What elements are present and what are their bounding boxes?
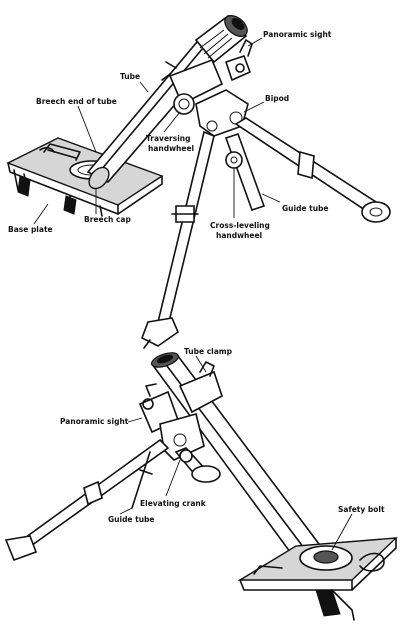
labels: Panoramic sight Tube Breech end of tube … bbox=[8, 30, 385, 524]
top-mortar-drawing bbox=[6, 14, 391, 349]
leader-panoramic-sight-bottom bbox=[127, 417, 143, 423]
leader-bipod bbox=[243, 101, 265, 113]
label-guide-tube-top: Guide tube bbox=[282, 204, 329, 213]
bipod-bottom bbox=[4, 438, 221, 562]
clamp-and-sight-bottom bbox=[138, 361, 223, 461]
leader-tube-clamp bbox=[195, 355, 207, 373]
leader-base-plate bbox=[33, 203, 49, 225]
label-cross-leveling-1: Cross-leveling bbox=[210, 221, 270, 230]
leader-tube bbox=[139, 81, 149, 93]
bipod-top bbox=[140, 117, 391, 349]
label-guide-tube-bottom: Guide tube bbox=[108, 515, 155, 524]
label-elevating-crank: Elevating crank bbox=[140, 499, 207, 508]
base-plate-top bbox=[6, 137, 164, 217]
leader-traversing bbox=[163, 111, 181, 133]
bottom-mortar-drawing bbox=[4, 352, 398, 621]
sight-mechanism-top bbox=[161, 39, 253, 137]
leader-guide-tube-top bbox=[261, 193, 281, 203]
leader-elevating-crank bbox=[165, 459, 181, 497]
label-panoramic-sight-top: Panoramic sight bbox=[263, 30, 332, 39]
label-safety-bolt: Safety bolt bbox=[338, 505, 385, 514]
leader-guide-tube-bottom bbox=[119, 507, 133, 515]
label-breech-end-of-tube: Breech end of tube bbox=[36, 97, 117, 106]
leader-safety-bolt bbox=[331, 513, 353, 551]
label-traversing-handwheel-2: handwheel bbox=[148, 144, 194, 153]
label-bipod: Bipod bbox=[265, 94, 289, 103]
label-breech-cap: Breech cap bbox=[84, 215, 131, 224]
label-tube-clamp: Tube clamp bbox=[184, 347, 233, 356]
leader-panoramic-sight-top bbox=[247, 37, 263, 47]
label-traversing-handwheel-1: Traversing bbox=[146, 134, 190, 143]
base-plate-bottom bbox=[237, 537, 398, 621]
leader-lines bbox=[33, 37, 353, 551]
label-tube: Tube bbox=[120, 72, 140, 81]
label-panoramic-sight-bottom: Panoramic sight bbox=[60, 417, 129, 426]
label-base-plate: Base plate bbox=[8, 225, 53, 234]
leader-breech-end bbox=[77, 105, 97, 153]
label-cross-leveling-2: handwheel bbox=[216, 231, 262, 240]
